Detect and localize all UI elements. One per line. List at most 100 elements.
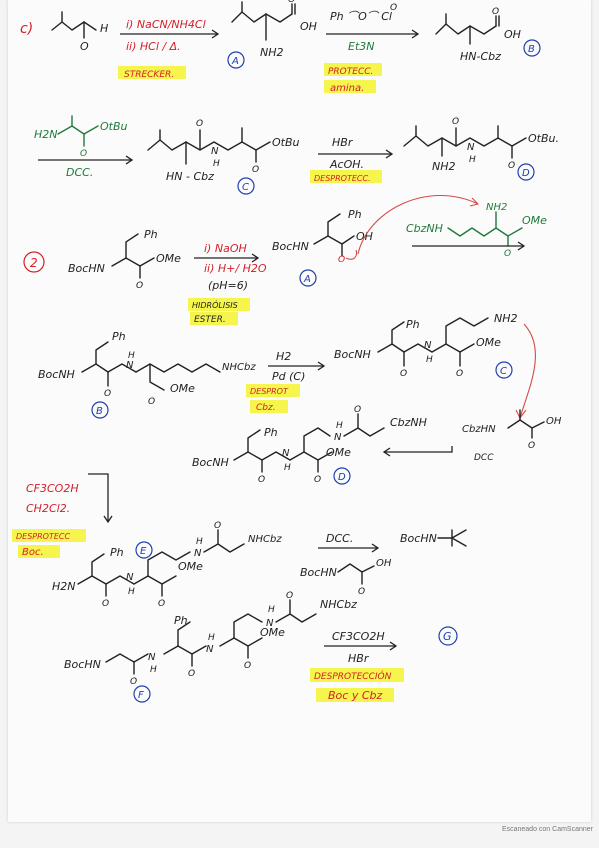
product-c-row4: [377, 317, 489, 367]
naoh-reagent: i) NaOH: [204, 242, 247, 255]
tripeptide-e: [77, 529, 245, 597]
reaction-arrow-2: [326, 29, 420, 39]
strecker-label: STRECKER.: [124, 70, 174, 80]
row7-n3: N: [266, 618, 274, 629]
highlight-boc-y-cbz: [316, 688, 394, 702]
reaction-arrow-1: [120, 29, 220, 39]
row7-ome: OMe: [260, 626, 285, 639]
phe-ph-1: Ph: [144, 228, 158, 241]
highlight-desprotecc-boc: [12, 529, 86, 542]
ester-amine-label: H2N: [34, 128, 58, 141]
circle-part-2: [23, 251, 45, 273]
tfa-reagent-2: CF3CO2H: [332, 630, 385, 643]
dcm-reagent: CH2Cl2.: [26, 502, 70, 515]
alanine-ester-structure: [57, 125, 99, 135]
row6-n1: N: [126, 572, 134, 583]
product-d-otbu: OtBu.: [528, 132, 559, 145]
highlight-cbz: [250, 400, 288, 413]
acoh-reagent: AcOH.: [329, 158, 364, 171]
row6-h1: H: [128, 587, 135, 597]
row7-o4: O: [286, 591, 293, 601]
row7-o2: O: [188, 669, 195, 679]
byproduct-bochn: BocHN: [400, 532, 437, 545]
dcc-reagent-2: DCC: [474, 453, 494, 463]
circle-d-1: [517, 163, 535, 181]
row5-bocnh: BocNH: [192, 456, 229, 469]
product-d-dipeptide: [403, 125, 527, 159]
protected-dipeptide-b: [81, 341, 221, 391]
glycine-oh: OH: [376, 558, 392, 569]
highlight-boc: [18, 545, 60, 558]
row4c-bocnh: BocNH: [334, 348, 371, 361]
highlight-protecc: [324, 63, 382, 76]
label-b-1: B: [528, 44, 535, 55]
desprotecc-label-1: DESPROTECC.: [314, 174, 371, 183]
desprotecc-boc-label: DESPROTECC: [16, 532, 71, 541]
mechanism-arrow-2: [519, 323, 536, 419]
label-c-2: C: [500, 366, 507, 377]
row5-h2: H: [336, 421, 343, 431]
row6-h2: H: [196, 537, 203, 547]
row5-reagent-oh: OH: [546, 416, 562, 427]
phe-o-1: O: [136, 281, 143, 291]
ester-o: O: [80, 149, 87, 159]
product-d-o1: O: [452, 117, 459, 127]
ester-otbu: OtBu: [100, 120, 128, 133]
aldehyde-o-label: O: [80, 40, 89, 53]
acid-workup-reagent: ii) H+/ H2O: [204, 262, 267, 275]
label-b-2: B: [96, 406, 103, 417]
product-b-o: O: [492, 7, 499, 17]
lys-o: O: [504, 249, 511, 259]
amina-label: amina.: [330, 83, 364, 94]
protecc-label: PROTECC.: [328, 67, 373, 77]
row4c-ome: OMe: [476, 336, 501, 349]
reaction-scheme: c) H O i) NaCN/NH4Cl ii) HCl / Δ. STRECK…: [12, 0, 562, 703]
boc-phe-oh-structure: [313, 213, 355, 257]
circle-c-1: [237, 177, 255, 195]
label-d-2: D: [338, 472, 346, 483]
tbutyl-group: [437, 529, 467, 547]
lys-ome: OMe: [522, 214, 547, 227]
row7-n1: N: [148, 652, 156, 663]
row5-o3: O: [354, 405, 361, 415]
row4-nhcbz: NHCbz: [222, 362, 256, 373]
row5-reagent-o: O: [528, 441, 535, 451]
product-a-nh2: NH2: [260, 46, 284, 59]
product-d-h: H: [469, 155, 476, 165]
row7-o3: O: [244, 661, 251, 671]
cbz-chloride-o: O: [390, 3, 397, 13]
row4c-n: N: [424, 340, 432, 351]
row7-ph: Ph: [174, 614, 188, 627]
product-b-oh: OH: [504, 28, 521, 41]
reaction-arrow-6: [412, 241, 526, 251]
strecker-reagent-2: ii) HCl / Δ.: [126, 40, 181, 53]
product-a-oh: OH: [300, 20, 317, 33]
phe-bochn-2: BocHN: [272, 240, 309, 253]
phe-ome-1: OMe: [156, 252, 181, 265]
dcc-reagent-3: DCC.: [326, 532, 353, 545]
row5-o1: O: [258, 475, 265, 485]
row6-ome: OMe: [178, 560, 203, 573]
row7-h1: H: [150, 665, 157, 675]
row4c-o1: O: [400, 369, 407, 379]
highlight-ester: [190, 312, 238, 325]
scanner-footer: Escaneado con CamScanner: [501, 826, 593, 833]
row4c-h: H: [426, 355, 433, 365]
circle-g: [438, 626, 458, 646]
circle-c-2: [495, 361, 513, 379]
row6-o3: O: [214, 521, 221, 531]
glycine-o: O: [358, 587, 365, 597]
label-d-1: D: [522, 168, 530, 179]
notebook-page: c) H O i) NaCN/NH4Cl ii) HCl / Δ. STRECK…: [8, 0, 591, 822]
circle-a-2: [299, 269, 317, 287]
cbz-label: Cbz.: [256, 403, 276, 413]
circle-b-2: [91, 401, 109, 419]
highlight-desprotecc-1: [310, 170, 382, 183]
product-c-h: H: [213, 159, 220, 169]
product-a-amino-acid: [231, 1, 296, 41]
label-a-2: A: [303, 274, 311, 285]
row5-reagent-cbzhn: CbzHN: [462, 424, 496, 435]
row4c-nh2: NH2: [494, 312, 518, 325]
product-c-o1: O: [196, 119, 203, 129]
product-c-nhcbz: HN - Cbz: [166, 170, 214, 183]
